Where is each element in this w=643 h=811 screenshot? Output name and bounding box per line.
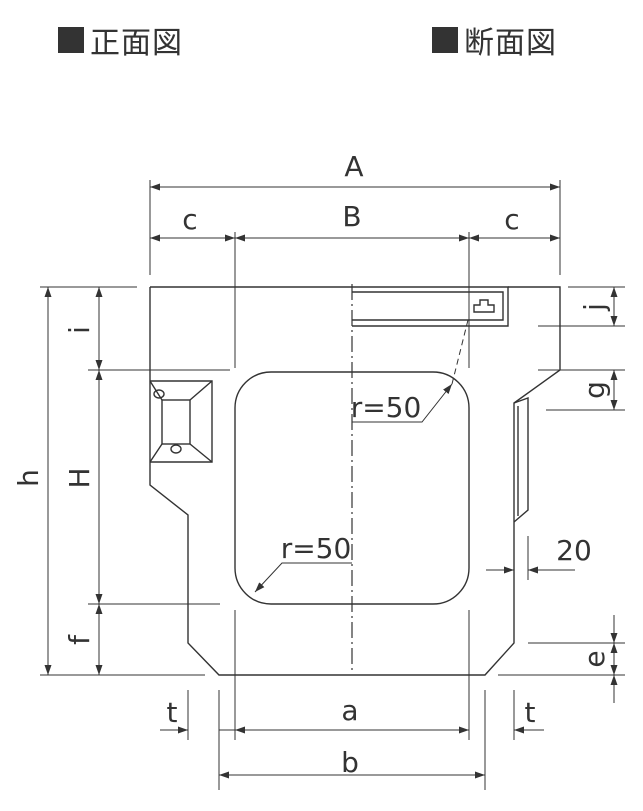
label-g: g xyxy=(578,381,611,399)
lifting-hole-bottom xyxy=(170,444,182,454)
label-b: b xyxy=(341,746,359,779)
lifting-insert-inner xyxy=(161,399,191,445)
top-slot xyxy=(352,286,509,327)
radius-leader-top xyxy=(352,383,453,423)
label-t-right: t xyxy=(525,696,536,729)
label-H: H xyxy=(63,467,96,488)
radius-leader-bottom xyxy=(254,562,352,593)
top-slot-inner xyxy=(352,291,504,321)
front-view-heading: 正面図 xyxy=(58,18,183,62)
section-view-heading: 断面図 xyxy=(432,18,557,62)
label-A: A xyxy=(344,150,363,183)
label-c-right: c xyxy=(504,203,519,236)
radius-leader-top-dash xyxy=(451,319,469,385)
label-a: a xyxy=(341,694,358,727)
label-j: j xyxy=(578,303,611,312)
square-bullet-icon xyxy=(58,27,84,53)
label-t-left: t xyxy=(167,696,178,729)
label-f: f xyxy=(63,634,96,645)
front-view-title: 正面図 xyxy=(90,26,183,61)
section-view-title: 断面図 xyxy=(464,26,557,61)
label-20: 20 xyxy=(556,534,592,567)
label-r-bottom: r=50 xyxy=(281,532,352,565)
square-bullet-icon xyxy=(432,27,458,53)
label-B: B xyxy=(342,200,361,233)
lifting-hole-top xyxy=(153,389,165,399)
label-c-left: c xyxy=(182,203,197,236)
label-r-top: r=50 xyxy=(351,391,422,424)
label-h: h xyxy=(12,469,45,487)
body-outline xyxy=(149,286,561,676)
lifting-insert xyxy=(150,380,213,463)
label-e: e xyxy=(578,650,611,667)
side-recess xyxy=(513,397,529,523)
label-i: i xyxy=(63,326,96,334)
cover-bracket xyxy=(473,299,495,313)
